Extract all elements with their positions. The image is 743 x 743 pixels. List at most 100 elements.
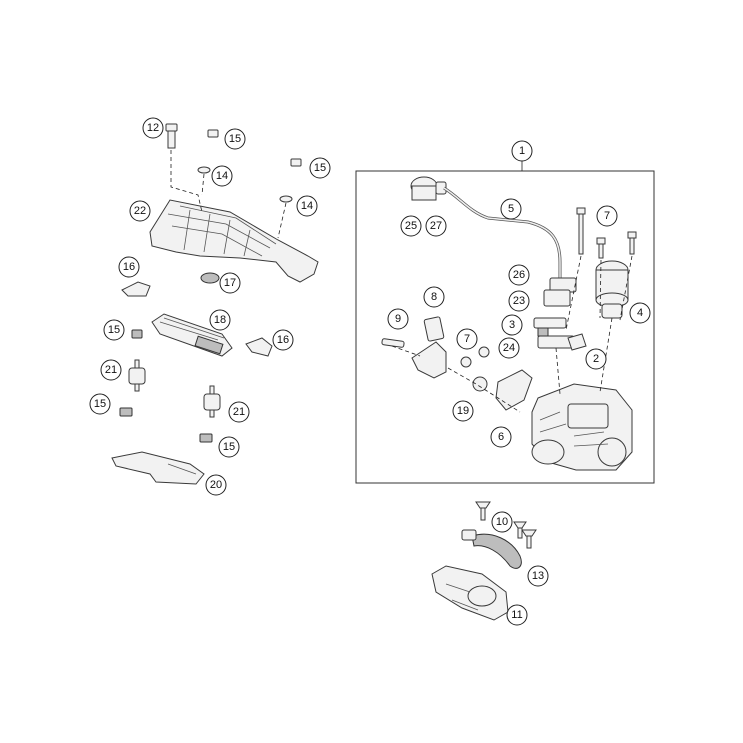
nut-part xyxy=(199,433,213,443)
callout-label: 26 xyxy=(513,269,525,281)
callout-6: 6 xyxy=(490,426,512,448)
grommet-part xyxy=(200,272,220,284)
callout-label: 24 xyxy=(503,342,515,354)
callout-circle xyxy=(490,426,512,448)
assembly-frame xyxy=(355,170,655,484)
callout-label: 7 xyxy=(464,333,470,345)
bolt-part xyxy=(627,231,637,255)
screw-part xyxy=(460,356,472,368)
callout-27: 27 xyxy=(425,215,447,237)
callout-15: 15 xyxy=(309,157,331,179)
callout-circle xyxy=(508,264,530,286)
callout-label: 19 xyxy=(457,405,469,417)
valve-part xyxy=(595,260,629,319)
callout-circle xyxy=(452,400,474,422)
callout-circle xyxy=(425,215,447,237)
callout-circle xyxy=(400,215,422,237)
callout-7: 7 xyxy=(596,205,618,227)
callout-circle xyxy=(491,511,513,533)
callout-circle xyxy=(508,290,530,312)
damper-part xyxy=(128,359,146,392)
callout-circle xyxy=(309,157,331,179)
callout-9: 9 xyxy=(387,308,409,330)
gasket-part xyxy=(495,369,533,411)
callout-13: 13 xyxy=(527,565,549,587)
damper-part xyxy=(203,385,221,418)
callout-circle xyxy=(228,401,250,423)
callout-19: 19 xyxy=(452,400,474,422)
callout-circle xyxy=(423,286,445,308)
callout-circle xyxy=(500,198,522,220)
intake-adapter-part xyxy=(431,565,509,621)
callout-15: 15 xyxy=(89,393,111,415)
callout-label: 1 xyxy=(519,145,525,157)
callout-14: 14 xyxy=(296,195,318,217)
screw-part xyxy=(513,521,527,539)
callout-circle xyxy=(209,309,231,331)
callout-circle xyxy=(205,474,227,496)
callout-7: 7 xyxy=(456,328,478,350)
bolt-part xyxy=(165,123,178,149)
callout-18: 18 xyxy=(209,309,231,331)
callout-16: 16 xyxy=(118,256,140,278)
callout-15: 15 xyxy=(224,128,246,150)
callout-4: 4 xyxy=(629,302,651,324)
callout-label: 11 xyxy=(511,609,522,621)
callout-25: 25 xyxy=(400,215,422,237)
callout-26: 26 xyxy=(508,264,530,286)
screw-part xyxy=(475,501,491,521)
callout-circle xyxy=(211,165,233,187)
callout-circle xyxy=(456,328,478,350)
callout-circle xyxy=(585,348,607,370)
callout-circle xyxy=(218,436,240,458)
callout-label: 3 xyxy=(509,319,515,331)
callout-layer: 1234567789101112131414151515151516161718… xyxy=(89,117,651,626)
nut-part xyxy=(290,158,302,167)
callout-label: 5 xyxy=(508,203,514,215)
callout-label: 22 xyxy=(134,205,146,217)
callout-circle xyxy=(527,565,549,587)
callout-label: 6 xyxy=(498,431,504,443)
sensor-part xyxy=(543,277,577,307)
callout-label: 8 xyxy=(431,291,437,303)
callout-1: 1 xyxy=(511,140,533,162)
callout-21: 21 xyxy=(228,401,250,423)
callout-label: 16 xyxy=(277,334,289,346)
callout-circle xyxy=(219,272,241,294)
callout-17: 17 xyxy=(219,272,241,294)
callout-20: 20 xyxy=(205,474,227,496)
nut-part xyxy=(131,329,143,339)
callout-label: 23 xyxy=(513,295,525,307)
callout-label: 16 xyxy=(123,261,135,273)
callout-label: 15 xyxy=(223,441,235,453)
clip-part xyxy=(567,333,587,351)
callout-16: 16 xyxy=(272,329,294,351)
plate-part xyxy=(111,451,205,485)
callout-2: 2 xyxy=(585,348,607,370)
callout-circle xyxy=(498,337,520,359)
callout-circle xyxy=(511,140,533,162)
callout-label: 13 xyxy=(532,570,544,582)
callout-label: 12 xyxy=(147,122,159,134)
callout-label: 9 xyxy=(395,313,401,325)
callout-label: 15 xyxy=(229,133,241,145)
callout-circle xyxy=(118,256,140,278)
callout-circle xyxy=(296,195,318,217)
callout-label: 20 xyxy=(210,479,222,491)
callout-label: 27 xyxy=(430,220,442,232)
bracket-part xyxy=(149,199,319,283)
screw-part xyxy=(521,529,537,549)
callout-circle xyxy=(596,205,618,227)
ecu-part xyxy=(151,313,233,357)
callout-label: 14 xyxy=(216,170,228,182)
callout-12: 12 xyxy=(142,117,164,139)
callout-label: 18 xyxy=(214,314,226,326)
callout-label: 15 xyxy=(108,324,120,336)
callout-10: 10 xyxy=(491,511,513,533)
callout-11: 11 xyxy=(506,604,528,626)
callout-label: 7 xyxy=(604,210,610,222)
callout-circle xyxy=(501,314,523,336)
callout-14: 14 xyxy=(211,165,233,187)
callout-label: 2 xyxy=(593,353,599,365)
